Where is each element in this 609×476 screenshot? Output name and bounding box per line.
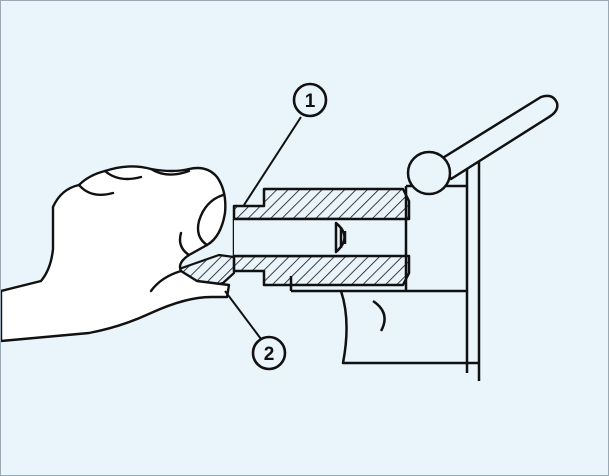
hand-illustration [1,165,231,343]
lever-handle [406,94,559,196]
callout-1: 1 [243,82,328,206]
seal-sleeve [232,187,411,287]
callout-2-label: 2 [264,344,275,365]
callout-2: 2 [224,290,287,371]
callout-1-label: 1 [305,91,316,112]
